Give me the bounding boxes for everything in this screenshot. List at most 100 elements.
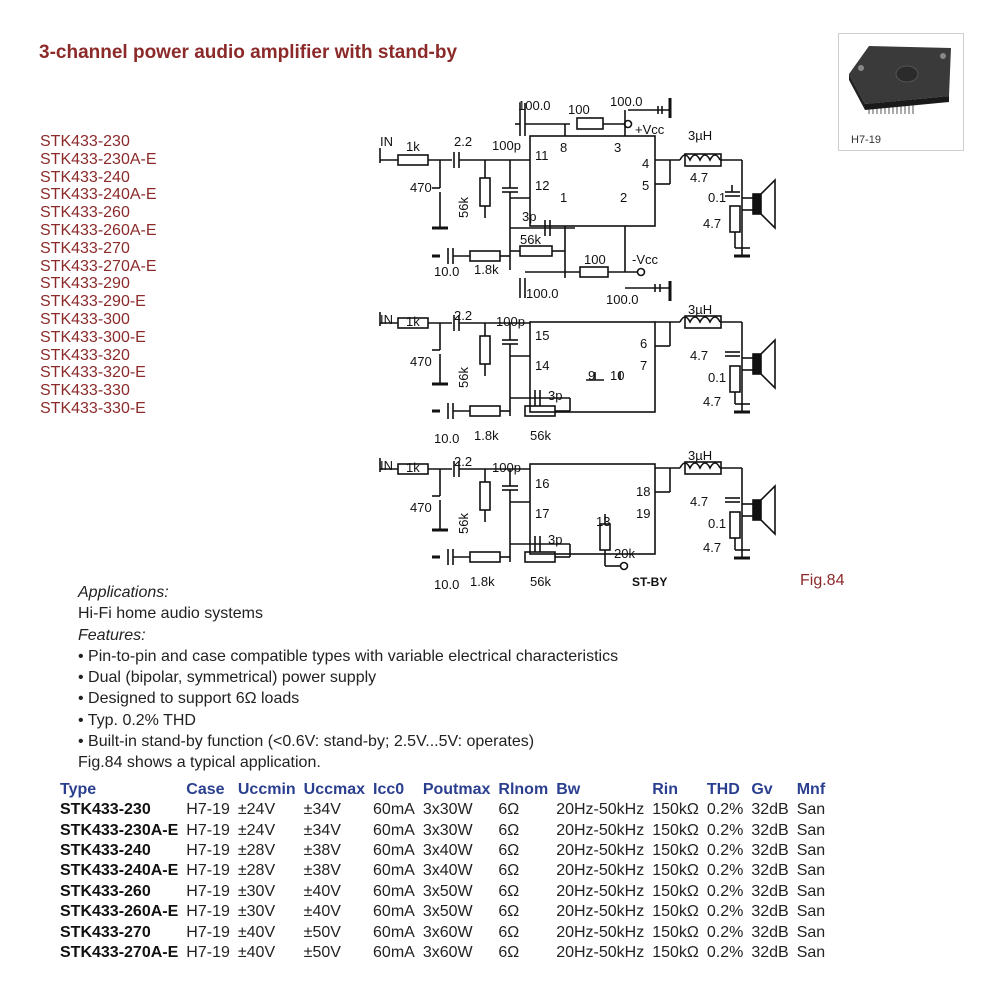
pin-label: 16: [535, 476, 549, 491]
part-number: STK433-330-E: [40, 399, 146, 417]
pin-label: 7: [640, 358, 647, 373]
table-cell: H7-19: [186, 801, 230, 819]
table-cell: 0.2%: [706, 943, 744, 961]
part-number: STK433-240A-E: [40, 186, 157, 204]
column-header: Uccmax: [303, 781, 366, 798]
pin-label: 17: [535, 506, 549, 521]
schematic-label: 470: [410, 180, 432, 195]
description-block: Applications: Hi-Fi home audio systems F…: [78, 582, 618, 774]
schematic-label: 56k: [456, 197, 471, 218]
channel-3: [379, 458, 776, 571]
table-cell: ±40V: [237, 923, 276, 941]
table-cell: San: [796, 841, 826, 859]
table-cell: 20Hz-50kHz: [556, 862, 645, 880]
schematic-label: 100.0: [610, 94, 643, 109]
pin-label: 19: [636, 506, 650, 521]
features-heading: Features:: [78, 626, 146, 644]
vcc-pos-label: +Vcc: [635, 122, 665, 137]
table-cell: ±40V: [303, 882, 341, 900]
table-cell: 3x40W: [422, 862, 473, 880]
column-header: Mnf: [796, 781, 826, 798]
schematic-label: 4.7: [703, 540, 721, 555]
feature-item: • Pin-to-pin and case compatible types w…: [78, 647, 619, 665]
table-cell: 6Ω: [498, 841, 520, 859]
schematic-label: 56k: [530, 574, 551, 589]
schematic-label: 470: [410, 500, 432, 515]
table-cell: ±30V: [237, 903, 276, 921]
table-cell: ±28V: [237, 841, 276, 859]
table-cell: 32dB: [751, 943, 789, 961]
part-number: STK433-290: [40, 275, 130, 293]
schematic-label: 10.0: [434, 264, 459, 279]
table-cell: 3x60W: [422, 923, 473, 941]
table-cell: 20Hz-50kHz: [556, 882, 645, 900]
table-cell: H7-19: [186, 943, 230, 961]
channel-1: [379, 98, 776, 301]
table-cell: San: [796, 801, 826, 819]
table-cell: 20Hz-50kHz: [556, 923, 645, 941]
circuit-schematic: IN 1k 2.2 100p 470 56k 10.0 1.8k 3p 56k …: [379, 94, 776, 592]
feature-item: • Designed to support 6Ω loads: [78, 690, 300, 708]
pin-label: 8: [560, 140, 567, 155]
schematic-label: 0.1: [708, 516, 726, 531]
table-cell: ±40V: [303, 903, 341, 921]
applications-heading: Applications:: [78, 584, 169, 601]
schematic-label: 3p: [548, 388, 562, 403]
table-cell: 6Ω: [498, 943, 520, 961]
table-cell: H7-19: [186, 841, 230, 859]
table-cell: H7-19: [186, 882, 230, 900]
channel-2: [379, 312, 776, 419]
pin-label: 13: [596, 514, 610, 529]
column-header: Rin: [652, 781, 678, 798]
schematic-label: 0.1: [708, 190, 726, 205]
table-cell: H7-19: [186, 862, 230, 880]
table-cell: 150kΩ: [652, 903, 699, 921]
table-cell: 0.2%: [706, 903, 744, 921]
schematic-label: 4.7: [690, 170, 708, 185]
table-cell: 0.2%: [706, 801, 744, 819]
schematic-label: 4.7: [690, 348, 708, 363]
table-cell: ±30V: [237, 882, 276, 900]
table-cell: 20Hz-50kHz: [556, 841, 645, 859]
table-cell: 6Ω: [498, 923, 520, 941]
part-number: STK433-260: [40, 204, 130, 222]
table-cell: 0.2%: [706, 923, 744, 941]
schematic-label: 56k: [456, 367, 471, 388]
table-cell: 6Ω: [498, 801, 520, 819]
table-cell: ±28V: [237, 862, 276, 880]
table-cell: 32dB: [751, 923, 789, 941]
schematic-label: 100.0: [606, 292, 639, 307]
table-cell: 32dB: [751, 821, 789, 839]
schematic-label: 2.2: [454, 134, 472, 149]
pin-label: 12: [535, 178, 549, 193]
table-cell: San: [796, 882, 826, 900]
applications-text: Hi-Fi home audio systems: [78, 605, 263, 623]
column-header: Bw: [556, 781, 581, 798]
table-cell: 20Hz-50kHz: [556, 943, 645, 961]
schematic-label: 100p: [496, 314, 525, 329]
table-cell: 60mA: [373, 923, 415, 941]
table-cell: 150kΩ: [652, 882, 699, 900]
part-number: STK433-320: [40, 346, 130, 364]
table-cell: 0.2%: [706, 862, 744, 880]
table-header-row: Type Case Uccmin Uccmax Icc0 Poutmax Rln…: [56, 780, 829, 800]
table-cell: 32dB: [751, 862, 789, 880]
column-header: Rlnom: [498, 781, 549, 798]
table-cell: ±24V: [237, 801, 276, 819]
column-header: THD: [706, 781, 740, 798]
table-cell: 0.2%: [706, 841, 744, 859]
table-cell: 20Hz-50kHz: [556, 801, 645, 819]
package-photo: H7-19: [838, 33, 964, 151]
table-cell: 60mA: [373, 801, 415, 819]
table-cell: 60mA: [373, 821, 415, 839]
feature-item: • Dual (bipolar, symmetrical) power supp…: [78, 669, 377, 687]
part-number: STK433-260A-E: [40, 221, 157, 239]
table-cell: 3x50W: [422, 882, 473, 900]
table-cell: 60mA: [373, 943, 415, 961]
part-number: STK433-300: [40, 310, 130, 328]
type-cell: STK433-230A-E: [60, 821, 179, 839]
